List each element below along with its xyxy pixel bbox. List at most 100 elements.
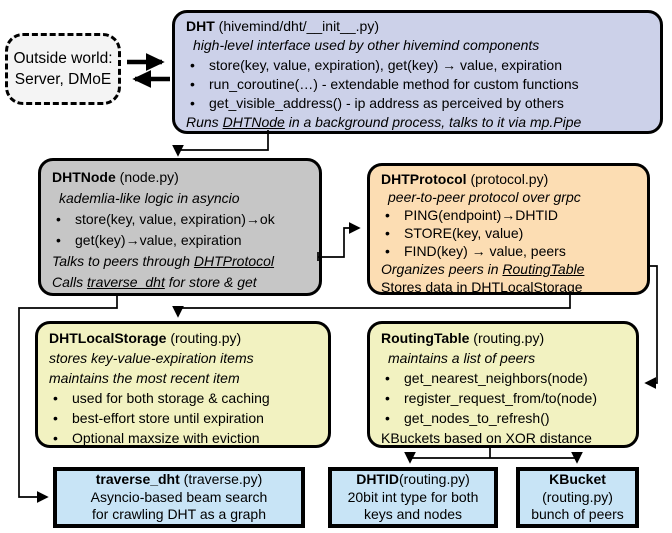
dhtlocalstorage-line: stores key-value-expiration items bbox=[49, 348, 322, 368]
dhtid-text: 20bit int type for both bbox=[347, 488, 479, 505]
traverse-dht-text: for crawling DHT as a graph bbox=[91, 506, 267, 523]
dhtlocalstorage-box: DHTLocalStorage (routing.py) stores key-v… bbox=[35, 321, 331, 448]
routingtable-line: • register_request_from/to(node) bbox=[381, 388, 630, 408]
outside-world-text: Outside world: bbox=[13, 50, 113, 67]
dhtprotocol-line: Organizes peers in RoutingTable bbox=[381, 260, 641, 278]
dhtnode-line: Talks to peers through DHTProtocol bbox=[52, 251, 313, 272]
kbucket-line: (routing.py) bbox=[524, 489, 631, 507]
bullet-icon: • bbox=[56, 211, 61, 227]
routingtable-line: maintains a list of peers bbox=[381, 348, 630, 368]
bullet-icon: • bbox=[190, 95, 195, 112]
dht-line: Runs DHTNode in a background process, ta… bbox=[186, 113, 654, 132]
dhtid-box: DHTID(routing.py)20bit int type for both… bbox=[328, 467, 498, 528]
bullet-icon: • bbox=[385, 370, 390, 386]
dhtid-text: keys and nodes bbox=[363, 506, 463, 523]
routingtable-line: RoutingTable (routing.py) bbox=[381, 328, 630, 348]
dhtlocalstorage-line: DHTLocalStorage (routing.py) bbox=[49, 328, 322, 348]
dht-text: run_coroutine(…) - extendable method for… bbox=[209, 75, 579, 92]
dhtnode-text: store(key, value, expiration)→ok bbox=[75, 211, 275, 227]
dhtprotocol-text: Organizes peers in RoutingTable bbox=[381, 261, 585, 277]
dhtlocalstorage-text: DHTLocalStorage (routing.py) bbox=[49, 330, 242, 346]
bullet-icon: • bbox=[190, 75, 195, 92]
kbucket-text: bunch of peers bbox=[531, 506, 624, 523]
bullet-icon: • bbox=[385, 207, 390, 223]
dht-line: • store(key, value, expiration), get(key)… bbox=[186, 56, 654, 75]
routingtable-text: KBuckets based on XOR distance bbox=[381, 430, 592, 446]
traverse-dht-box: traverse_dht (traverse.py)Asyncio-based … bbox=[53, 467, 305, 528]
dht-line: DHT (hivemind/dht/__init__.py) bbox=[186, 17, 654, 36]
dhtlocalstorage-text: used for both storage & caching bbox=[72, 390, 270, 406]
dhtnode-text: Talks to peers through DHTProtocol bbox=[52, 253, 275, 269]
routingtable-box: RoutingTable (routing.py) maintains a lis… bbox=[367, 321, 639, 448]
outside-world-line: Outside world: bbox=[12, 48, 114, 69]
dht-text: get_visible_address() - ip address as pe… bbox=[209, 95, 564, 112]
bullet-icon: • bbox=[385, 243, 390, 259]
dhtprotocol-text: DHTProtocol (protocol.py) bbox=[381, 171, 549, 187]
dhtnode-text: Calls traverse_dht for store & get bbox=[52, 274, 257, 290]
dht-text: store(key, value, expiration), get(key) … bbox=[209, 56, 563, 73]
dhtprotocol-text: Stores data in DHTLocalStorage bbox=[381, 279, 583, 295]
bullet-icon: • bbox=[53, 390, 58, 406]
routingtable-text: register_request_from/to(node) bbox=[404, 390, 597, 406]
dhtprotocol-text: FIND(key) → value, peers bbox=[404, 243, 566, 259]
dhtprotocol-text: PING(endpoint)→DHTID bbox=[404, 207, 559, 223]
dht-text: high-level interface used by other hivem… bbox=[193, 37, 540, 54]
traverse-dht-line: for crawling DHT as a graph bbox=[61, 506, 297, 524]
dhtnode-line: DHTNode (node.py) bbox=[52, 167, 313, 188]
dht-box: DHT (hivemind/dht/__init__.py) high-level… bbox=[172, 10, 663, 134]
bullet-icon: • bbox=[190, 56, 195, 73]
routingtable-line: • get_nodes_to_refresh() bbox=[381, 408, 630, 428]
kbucket-text: KBucket bbox=[549, 471, 606, 488]
bullet-icon: • bbox=[385, 225, 390, 241]
dhtlocalstorage-text: stores key-value-expiration items bbox=[49, 350, 254, 366]
bullet-icon: • bbox=[385, 410, 390, 426]
dhtnode-line: • store(key, value, expiration)→ok bbox=[52, 209, 313, 230]
dhtprotocol-line: Stores data in DHTLocalStorage bbox=[381, 278, 641, 296]
dhtid-text: DHTID(routing.py) bbox=[356, 471, 470, 488]
dhtprotocol-line: DHTProtocol (protocol.py) bbox=[381, 170, 641, 188]
dht-line: high-level interface used by other hivem… bbox=[186, 36, 654, 55]
dhtnode-box: DHTNode (node.py) kademlia-like logic in … bbox=[38, 158, 322, 296]
dhtprotocol-box: DHTProtocol (protocol.py) peer-to-peer pr… bbox=[367, 163, 650, 295]
dhtid-line: 20bit int type for both bbox=[336, 489, 490, 507]
dht-text: Runs DHTNode in a background process, ta… bbox=[186, 114, 582, 131]
traverse-dht-line: traverse_dht (traverse.py) bbox=[61, 471, 297, 489]
dhtlocalstorage-text: maintains the most recent item bbox=[49, 370, 240, 386]
dhtprotocol-line: • PING(endpoint)→DHTID bbox=[381, 206, 641, 224]
outside-world-box: Outside world: Server, DMoE bbox=[5, 33, 121, 105]
dhtnode-text: kademlia-like logic in asyncio bbox=[59, 190, 240, 206]
dht-text: DHT (hivemind/dht/__init__.py) bbox=[186, 18, 379, 34]
dhtid-line: keys and nodes bbox=[336, 506, 490, 524]
dhtprotocol-text: peer-to-peer protocol over grpc bbox=[388, 189, 581, 205]
bullet-icon: • bbox=[56, 232, 61, 248]
dhtlocalstorage-text: best-effort store until expiration bbox=[72, 410, 264, 426]
bullet-icon: • bbox=[53, 410, 58, 426]
dhtprotocol-text: STORE(key, value) bbox=[404, 225, 524, 241]
dhtlocalstorage-line: • Optional maxsize with eviction bbox=[49, 428, 322, 448]
dhtlocalstorage-line: • best-effort store until expiration bbox=[49, 408, 322, 428]
bullet-icon: • bbox=[385, 390, 390, 406]
routingtable-text: maintains a list of peers bbox=[388, 350, 536, 366]
dhtnode-text: get(key)→value, expiration bbox=[75, 232, 242, 248]
dhtlocalstorage-text: Optional maxsize with eviction bbox=[72, 430, 260, 446]
traverse-dht-line: Asyncio-based beam search bbox=[61, 489, 297, 507]
kbucket-text: (routing.py) bbox=[542, 488, 613, 505]
traverse-dht-text: traverse_dht (traverse.py) bbox=[95, 471, 263, 488]
kbucket-line: KBucket bbox=[524, 471, 631, 489]
dhtlocalstorage-line: maintains the most recent item bbox=[49, 368, 322, 388]
dhtnode-line: • get(key)→value, expiration bbox=[52, 230, 313, 251]
kbucket-box: KBucket(routing.py)bunch of peers bbox=[516, 467, 639, 528]
routingtable-text: get_nearest_neighbors(node) bbox=[404, 370, 588, 386]
dhtid-line: DHTID(routing.py) bbox=[336, 471, 490, 489]
bullet-icon: • bbox=[53, 430, 58, 446]
outside-world-text: Server, DMoE bbox=[14, 71, 112, 88]
dht-line: • run_coroutine(…) - extendable method fo… bbox=[186, 75, 654, 94]
routingtable-text: RoutingTable (routing.py) bbox=[381, 330, 545, 346]
dhtnode-line: kademlia-like logic in asyncio bbox=[52, 188, 313, 209]
dhtnode-line: Calls traverse_dht for store & get bbox=[52, 272, 313, 293]
routingtable-text: get_nodes_to_refresh() bbox=[404, 410, 550, 426]
kbucket-line: bunch of peers bbox=[524, 506, 631, 524]
dhtprotocol-line: peer-to-peer protocol over grpc bbox=[381, 188, 641, 206]
